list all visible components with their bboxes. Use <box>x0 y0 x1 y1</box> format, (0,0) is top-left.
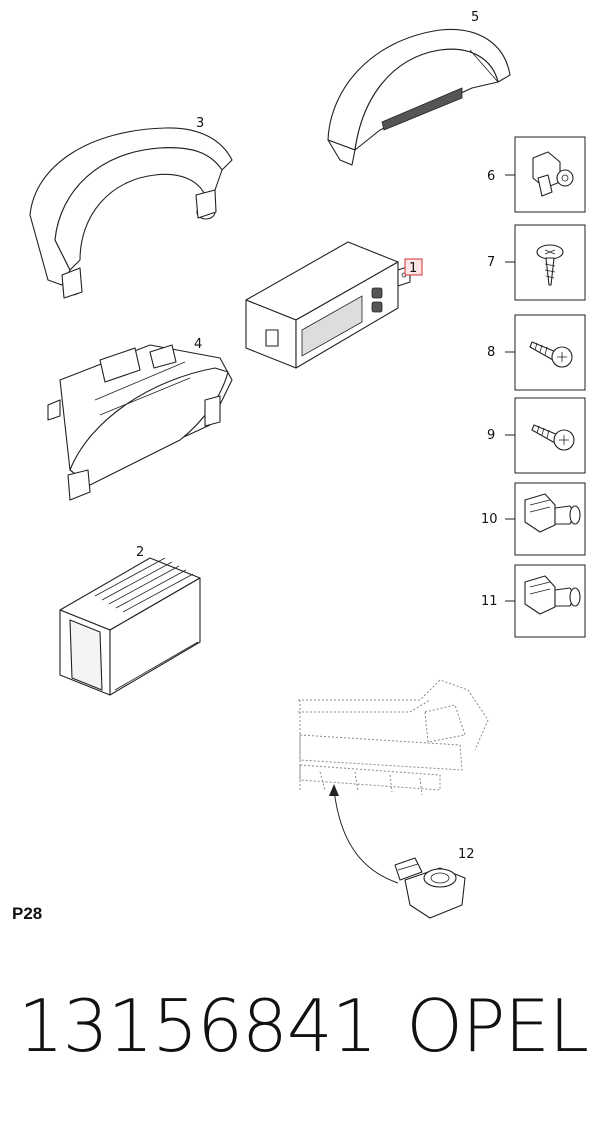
callout-5: 5 <box>471 10 479 25</box>
part-4-cluster-housing <box>47 344 233 501</box>
callout-6: 6 <box>487 169 495 184</box>
footer-line: 13156841 OPEL <box>18 984 589 1068</box>
brand-name: OPEL <box>406 984 589 1068</box>
callout-10: 10 <box>481 512 498 527</box>
part-12-sensor <box>394 857 466 919</box>
callout-4: 4 <box>194 337 202 352</box>
part-7-screw <box>505 224 586 301</box>
callout-9: 9 <box>487 428 495 443</box>
part-8-screw <box>505 314 586 391</box>
dashboard-ghost <box>298 679 489 796</box>
part-6-clip <box>505 136 586 213</box>
callout-1-highlight <box>404 258 423 276</box>
callout-1: 1 <box>409 261 417 276</box>
part-1-display-module <box>245 241 411 369</box>
callout-3: 3 <box>196 116 204 131</box>
arrow-head <box>329 784 339 796</box>
callout-11: 11 <box>481 594 498 609</box>
part-5-display-hood <box>327 28 511 166</box>
callout-2: 2 <box>136 545 144 560</box>
part-3-cluster-cover <box>29 127 233 299</box>
part-10-bulb-socket <box>505 482 586 556</box>
part-9-screw <box>505 397 586 474</box>
callout-8: 8 <box>487 345 495 360</box>
callout-12: 12 <box>458 847 475 862</box>
callout-7: 7 <box>487 255 495 270</box>
part-2-display-unit <box>59 557 201 696</box>
leader-12-arrow <box>333 789 399 884</box>
page-code: P28 <box>12 904 43 923</box>
part-number: 13156841 <box>18 984 377 1068</box>
part-11-bulb-socket <box>505 564 586 638</box>
